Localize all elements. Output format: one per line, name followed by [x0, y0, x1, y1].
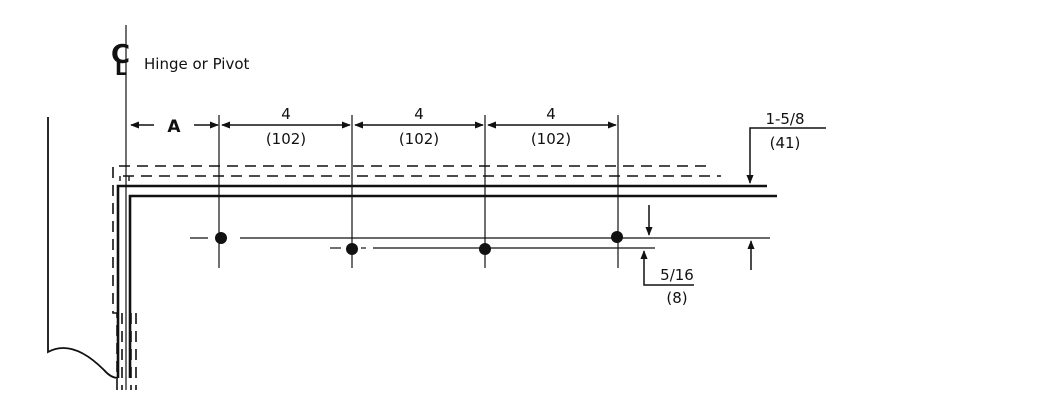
hidden-outline — [112, 165, 721, 390]
edge-offset-inch-label: 1-5/8 — [765, 110, 804, 128]
mounting-hole — [215, 232, 227, 244]
centerline-symbol-l: L — [115, 58, 127, 80]
hole-offset-leader — [640, 250, 694, 286]
spacing-inch-label: 4 — [414, 105, 424, 123]
centerline-label: Hinge or Pivot — [144, 55, 250, 73]
spacing-mm-label: (102) — [399, 130, 439, 148]
spacing-mm-label: (102) — [531, 130, 571, 148]
centerline-symbol-c: C — [111, 40, 130, 70]
edge-offset-leader — [746, 127, 826, 184]
spacing-inch-label: 4 — [546, 105, 556, 123]
mounting-hole — [479, 243, 491, 255]
channel-outer-line — [116, 184, 767, 378]
door-outline — [47, 117, 119, 379]
hole-offset-mm-label: (8) — [666, 289, 687, 307]
spacing-inch-label: 4 — [281, 105, 291, 123]
dimension-a-label: A — [167, 117, 181, 137]
hole-offset-inch-label: 5/16 — [660, 266, 694, 284]
spacing-mm-label: (102) — [266, 130, 306, 148]
mounting-hole — [346, 243, 358, 255]
mounting-hole — [611, 231, 623, 243]
edge-offset-mm-label: (41) — [770, 134, 801, 152]
hidden-outline-short — [119, 176, 130, 184]
channel-inner-line — [128, 194, 777, 378]
